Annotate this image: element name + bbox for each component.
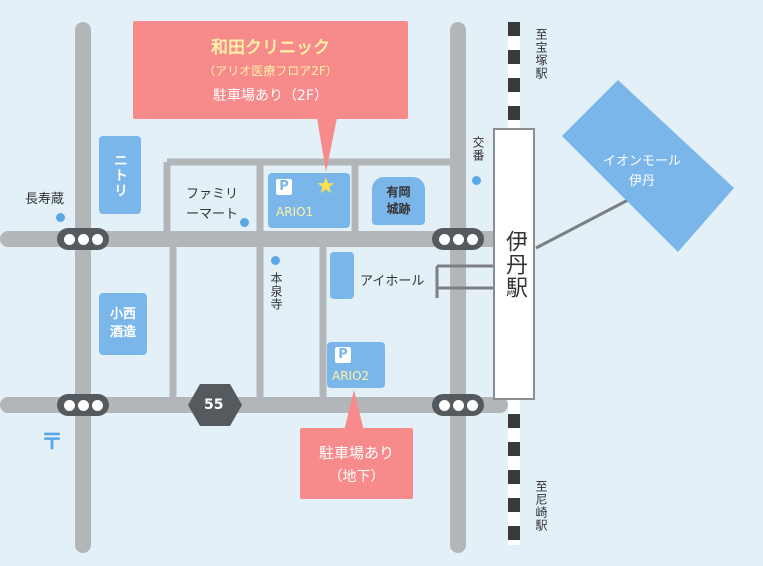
clinic-name: 和田クリニック [211, 38, 330, 58]
koban-label: 交番 [471, 136, 485, 162]
signal-nw [57, 228, 109, 250]
famima-marker [240, 218, 249, 227]
station-north-label: 至宝塚駅 [534, 28, 548, 80]
aihall-building [330, 252, 354, 299]
ario1-parking-icon: P [276, 179, 292, 195]
clinic-callout-pointer [317, 118, 337, 172]
arioka-label: 有岡城跡 [386, 185, 411, 216]
parking-callout-line1: 駐車場あり [318, 444, 394, 462]
station-box: 伊丹駅 [493, 128, 535, 400]
famima-label: ファミリーマート [186, 187, 239, 222]
aeon-building [562, 80, 734, 252]
ario2-label: ARIO2 [332, 369, 370, 383]
route-55-label: 55 [204, 397, 224, 413]
nagasugura-label: 長寿蔵 [25, 192, 65, 207]
nitori-label: ニトリ [112, 152, 128, 198]
aeon-label: イオンモール 伊丹 [582, 152, 702, 192]
aihall-label: アイホール [360, 274, 425, 289]
star-icon: ★ [316, 174, 336, 199]
station-south-label: 至尼崎駅 [534, 480, 548, 532]
nagasugura-marker [56, 213, 65, 222]
hosenji-marker [271, 256, 280, 265]
parking-callout-line2: （地下） [328, 469, 385, 485]
aeon-label-line2: 伊丹 [628, 174, 655, 189]
postal-mark-icon: 〒 [41, 430, 64, 455]
signal-sw [57, 394, 109, 416]
parking-callout: 駐車場あり （地下） [300, 428, 413, 499]
hosenji-label: 本泉寺 [269, 272, 283, 311]
ario1-building: P ★ ARIO1 [268, 173, 350, 228]
ario2-building: P ARIO2 [327, 342, 385, 388]
parking-callout-pointer [344, 390, 364, 431]
konishi-building: 小西酒造 [99, 293, 147, 355]
aeon-label-line1: イオンモール [602, 154, 681, 169]
signal-se [432, 394, 484, 416]
route-55-shield [188, 384, 242, 426]
konishi-label: 小西酒造 [109, 307, 136, 340]
clinic-callout: 和田クリニック （アリオ医療フロア2F） 駐車場あり（2F） [133, 21, 408, 119]
aeon-connector [535, 198, 629, 250]
ario1-label: ARIO1 [276, 205, 314, 219]
signal-ne [432, 228, 484, 250]
clinic-floor: （アリオ医療フロア2F） [203, 64, 338, 78]
clinic-parking: 駐車場あり（2F） [213, 88, 328, 104]
ario2-parking-icon: P [335, 347, 351, 363]
station-name: 伊丹駅 [502, 229, 527, 299]
arioka-building: 有岡城跡 [372, 177, 425, 225]
nitori-building: ニトリ [99, 136, 141, 214]
koban-marker [472, 176, 481, 185]
